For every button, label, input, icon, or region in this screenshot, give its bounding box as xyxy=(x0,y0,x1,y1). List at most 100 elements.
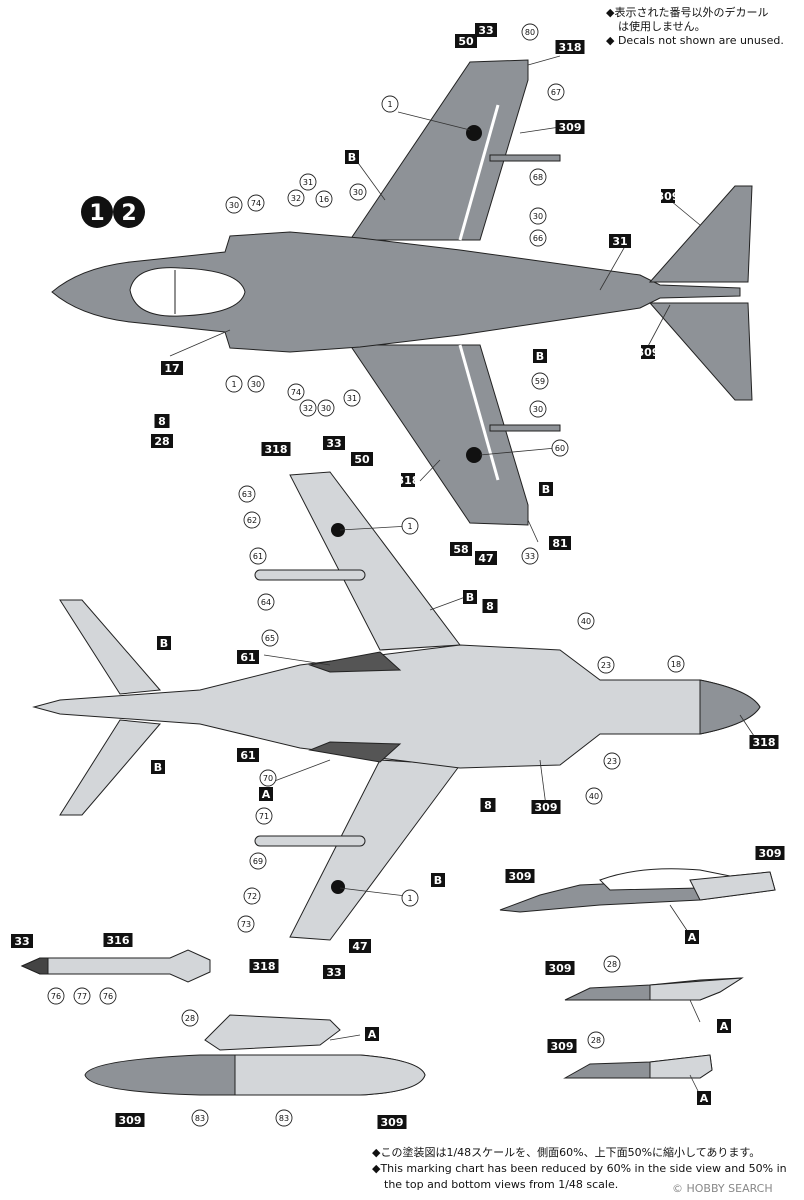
svg-text:309: 309 xyxy=(559,121,582,134)
svg-text:8: 8 xyxy=(484,799,492,812)
decal-callout-bottom_view-2: 50 xyxy=(351,452,373,466)
note-scale-jp: ◆この塗装図は1/48スケールを、側面60%、上下面50%に縮小してあります。 xyxy=(372,1146,761,1159)
decal-callout-bottom_view-32: 33 xyxy=(323,965,345,979)
svg-text:309: 309 xyxy=(535,801,558,814)
svg-text:31: 31 xyxy=(303,178,313,187)
decal-callout-bottom_view-3: 63 xyxy=(238,485,256,503)
decal-callout-pod-3: 83 xyxy=(191,1109,209,1127)
svg-text:33: 33 xyxy=(525,552,535,561)
svg-text:83: 83 xyxy=(279,1114,289,1123)
svg-text:318: 318 xyxy=(253,960,276,973)
svg-text:A: A xyxy=(262,788,271,801)
decal-callout-bottom_view-14: 18 xyxy=(667,655,685,673)
decal-callout-side_items-b-1: 28 xyxy=(603,955,621,973)
svg-text:B: B xyxy=(434,874,442,887)
decal-callout-top_view-18: 309 xyxy=(657,189,679,203)
decal-callout-top_view-15: 31 xyxy=(299,173,317,191)
svg-text:30: 30 xyxy=(353,188,363,197)
decal-callout-bottom_view-21: 40 xyxy=(585,787,603,805)
svg-text:309: 309 xyxy=(551,1040,574,1053)
decal-callout-side_items-c-1: 28 xyxy=(587,1031,605,1049)
decal-callout-side_items-a-1: 309 xyxy=(755,846,785,860)
svg-text:30: 30 xyxy=(533,405,543,414)
svg-text:B: B xyxy=(542,483,550,496)
decal-callout-top_view-23: 1 xyxy=(225,375,243,393)
decal-callout-top_view-11: 30 xyxy=(225,196,243,214)
decal-callout-missile-3: 77 xyxy=(73,987,91,1005)
svg-text:23: 23 xyxy=(607,757,617,766)
decal-callout-bottom_view-30: 73 xyxy=(237,915,255,933)
svg-text:316: 316 xyxy=(107,934,130,947)
decal-callout-top_view-17: 31 xyxy=(609,234,631,248)
decal-callout-bottom_view-11: B xyxy=(157,636,171,650)
svg-text:61: 61 xyxy=(240,651,255,664)
svg-text:A: A xyxy=(720,1020,729,1033)
decal-callout-top_view-5: 67 xyxy=(547,83,565,101)
decal-callout-top_view-29: 17 xyxy=(161,361,183,375)
decal-callout-bottom_view-33: 47 xyxy=(349,939,371,953)
decal-callout-missile-2: 76 xyxy=(47,987,65,1005)
decal-callout-pod-5: 309 xyxy=(377,1115,407,1129)
decal-callout-top_view-10: 66 xyxy=(529,229,547,247)
decal-callout-top_view-1: 33 xyxy=(475,23,497,37)
decal-callout-top_view-26: 32 xyxy=(299,399,317,417)
svg-text:47: 47 xyxy=(478,552,493,565)
svg-text:58: 58 xyxy=(453,543,468,556)
svg-text:28: 28 xyxy=(185,1014,195,1023)
decal-callout-top_view-7: B xyxy=(345,150,359,164)
svg-text:31: 31 xyxy=(347,394,357,403)
svg-text:71: 71 xyxy=(259,812,269,821)
decal-callout-top_view-22: 60 xyxy=(551,439,569,457)
svg-text:40: 40 xyxy=(581,617,591,626)
svg-text:309: 309 xyxy=(549,962,572,975)
svg-text:28: 28 xyxy=(607,960,617,969)
marking-id-badge: 1 2 xyxy=(81,196,145,228)
svg-text:33: 33 xyxy=(478,24,493,37)
decal-callout-top_view-6: 309 xyxy=(555,120,585,134)
decal-callout-top_view-0: 50 xyxy=(455,34,477,48)
decal-callout-top_view-30: 309 xyxy=(637,345,659,359)
decal-callout-top_view-31: B xyxy=(539,482,553,496)
svg-text:18: 18 xyxy=(671,660,681,669)
svg-text:B: B xyxy=(154,761,162,774)
decal-callout-side_items-c-0: 309 xyxy=(547,1039,577,1053)
svg-text:28: 28 xyxy=(591,1036,601,1045)
decal-callout-bottom_view-15: 61 xyxy=(237,650,259,664)
svg-text:30: 30 xyxy=(251,380,261,389)
decal-callout-top_view-14: 16 xyxy=(315,190,333,208)
svg-text:50: 50 xyxy=(458,35,474,48)
svg-text:1: 1 xyxy=(407,894,412,903)
bottom-view-aircraft xyxy=(32,471,761,941)
svg-text:309: 309 xyxy=(119,1114,142,1127)
svg-text:50: 50 xyxy=(354,453,370,466)
decal-callout-top_view-8: 68 xyxy=(529,168,547,186)
svg-text:59: 59 xyxy=(535,377,545,386)
svg-text:40: 40 xyxy=(589,792,599,801)
svg-text:76: 76 xyxy=(51,992,61,1001)
decal-callout-bottom_view-24: 8 xyxy=(480,798,496,812)
svg-text:31: 31 xyxy=(612,235,627,248)
svg-text:1: 1 xyxy=(387,100,392,109)
decal-callout-top_view-35: 81 xyxy=(549,536,571,550)
decal-callout-bottom_view-16: 318 xyxy=(749,735,779,749)
decal-callout-bottom_view-25: 71 xyxy=(255,807,273,825)
decal-callout-bottom_view-18: 61 xyxy=(237,748,259,762)
note-unused-jp-1: ◆表示された番号以外のデカール xyxy=(606,6,769,19)
svg-text:77: 77 xyxy=(77,992,87,1001)
decal-callout-top_view-24: 30 xyxy=(247,375,265,393)
decal-callout-pod-1: A xyxy=(365,1027,379,1041)
svg-text:83: 83 xyxy=(195,1114,205,1123)
decal-callout-top_view-25: 74 xyxy=(287,383,305,401)
svg-text:30: 30 xyxy=(229,201,239,210)
decal-callout-bottom_view-6: 61 xyxy=(249,547,267,565)
decal-callout-top_view-34: 33 xyxy=(521,547,539,565)
svg-text:2: 2 xyxy=(121,201,136,226)
decal-callout-bottom_view-7: 64 xyxy=(257,593,275,611)
svg-text:61: 61 xyxy=(253,552,263,561)
decal-callout-bottom_view-28: 72 xyxy=(243,887,261,905)
svg-text:64: 64 xyxy=(261,598,271,607)
svg-text:66: 66 xyxy=(533,234,543,243)
svg-text:67: 67 xyxy=(551,88,561,97)
side-item-b xyxy=(564,977,744,1001)
decal-callout-bottom_view-0: 318 xyxy=(261,442,291,456)
